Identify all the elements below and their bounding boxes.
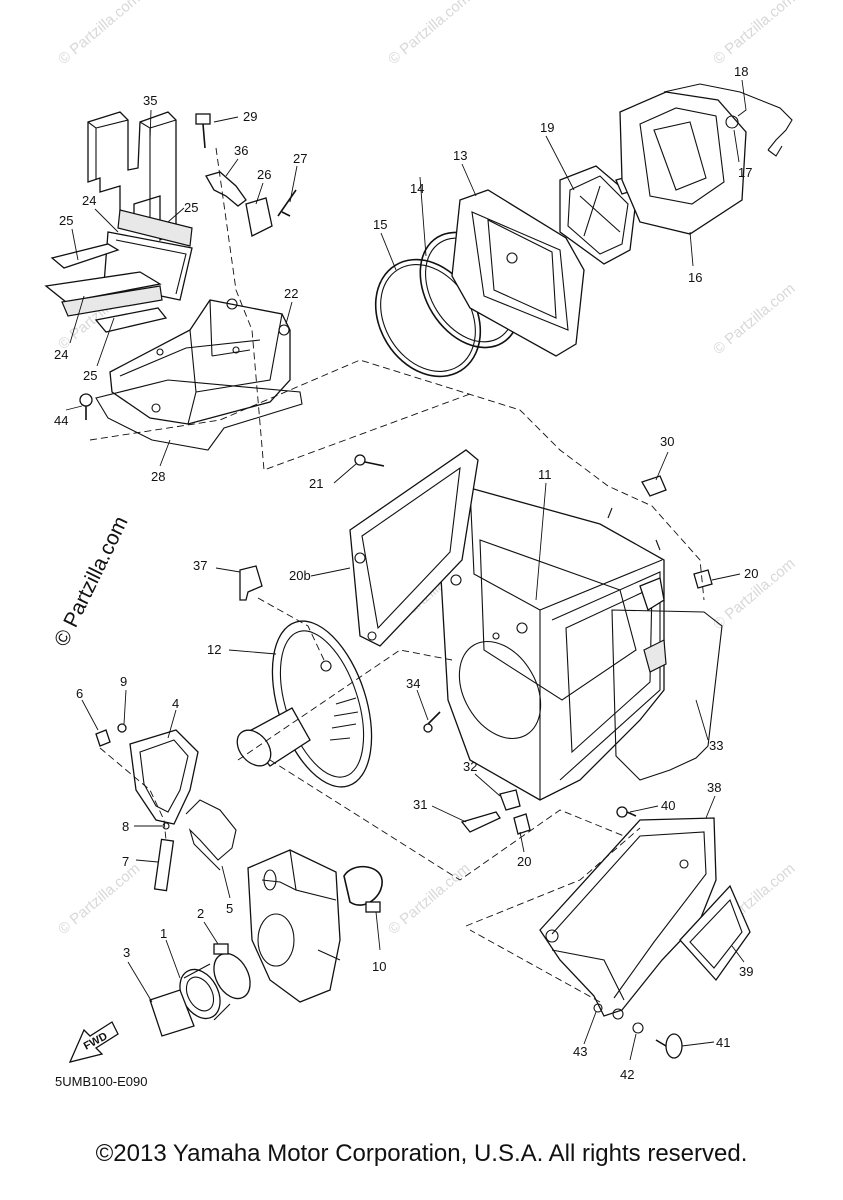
copyright-footer: ©2013 Yamaha Motor Corporation, U.S.A. A… <box>95 1140 748 1167</box>
joint-4-shape <box>129 729 199 825</box>
part-number-42: 42 <box>620 1067 634 1082</box>
part-number-callouts: 35 29 36 27 26 24 25 25 22 24 25 44 28 1… <box>54 64 758 1082</box>
part-number-20: 20 <box>744 566 758 581</box>
part-number-25: 25 <box>59 213 73 228</box>
air-duct-12-shape <box>236 620 373 788</box>
bolt-29-shape <box>195 113 211 149</box>
part-number-39: 39 <box>739 964 753 979</box>
part-number-27: 27 <box>293 151 307 166</box>
part-number-29: 29 <box>243 109 257 124</box>
bolt-22-shape <box>354 454 385 467</box>
part-number-6: 6 <box>76 686 83 701</box>
air-duct-35-shape <box>87 111 177 242</box>
gasket-33-shape <box>611 609 723 781</box>
part-number-40: 40 <box>661 798 675 813</box>
bolt-34-shape <box>423 711 441 733</box>
bolt-6-shape <box>95 729 111 747</box>
clamp-32-shape <box>499 789 521 811</box>
bracket-26-shape <box>245 197 273 237</box>
air-box-11-shape <box>439 487 667 801</box>
forward-arrow-icon: FWD <box>68 1021 119 1063</box>
bolt-40-shape <box>616 806 637 818</box>
part-number-38: 38 <box>707 780 721 795</box>
washer-42-shape <box>632 1022 644 1034</box>
part-number-7: 7 <box>122 854 129 869</box>
part-number-43: 43 <box>573 1044 587 1059</box>
gasket-28-shape <box>95 379 303 451</box>
alignment-lines <box>89 147 705 1003</box>
air-cleaner-cap-13-shape <box>451 189 585 357</box>
screw-9-shape <box>117 723 127 733</box>
side-cover-21-shape <box>349 449 479 647</box>
clip-17-shape <box>725 115 739 129</box>
clip-20a-shape <box>693 569 713 589</box>
part-number-33: 33 <box>709 738 723 753</box>
part-number-3: 3 <box>123 945 130 960</box>
part-number-22: 21 <box>309 476 323 491</box>
decal-39-shape <box>679 884 751 982</box>
part-number-31: 31 <box>413 797 427 812</box>
part-number-24: 24 <box>54 347 68 362</box>
clamp-8-shape <box>162 822 170 830</box>
part-number-34: 34 <box>406 676 420 691</box>
part-number-41: 41 <box>716 1035 730 1050</box>
band-3-shape <box>149 989 195 1037</box>
part-number-11: 11 <box>538 467 552 482</box>
part-number-35: 35 <box>143 93 157 108</box>
leader-lines <box>65 79 747 1061</box>
part-number-37: 37 <box>193 558 207 573</box>
part-number-17: 17 <box>738 165 752 180</box>
inner-case-23-shape <box>109 298 291 425</box>
carburetor-shape <box>247 849 341 1003</box>
part-number-28: 28 <box>151 469 165 484</box>
diagram-code: 5UMB100-E090 <box>55 1074 148 1089</box>
part-number-25: 25 <box>83 368 97 383</box>
part-number-30: 30 <box>660 434 674 449</box>
part-number-14: 14 <box>410 181 424 196</box>
bracket-36-shape <box>205 171 247 207</box>
part-number-26: 26 <box>257 167 271 182</box>
clamp-10-shape <box>343 865 383 913</box>
part-number-9: 9 <box>120 674 127 689</box>
part-number-25: 25 <box>184 200 198 215</box>
washer-43-shape <box>593 1003 603 1013</box>
part-number-4: 4 <box>172 696 179 711</box>
part-number-16: 16 <box>688 270 702 285</box>
part-number-15: 15 <box>373 217 387 232</box>
part-number-23: 22 <box>284 286 298 301</box>
fastener-41-shape <box>655 1033 683 1059</box>
part-number-13: 13 <box>453 148 467 163</box>
bolt-44-shape <box>79 393 93 420</box>
part-number-19: 19 <box>540 120 554 135</box>
part-number-18: 18 <box>734 64 748 79</box>
band-2-shape <box>213 943 251 1000</box>
part-number-36: 36 <box>234 143 248 158</box>
part-number-2: 2 <box>197 906 204 921</box>
part-number-1: 1 <box>160 926 167 941</box>
hose-7-shape <box>153 838 175 892</box>
band-31-shape <box>460 811 501 833</box>
part-number-12: 12 <box>207 642 221 657</box>
part-number-8: 8 <box>122 819 129 834</box>
part-number-21: 20b <box>289 568 311 583</box>
filter-element-16-shape <box>619 91 747 235</box>
part-number-20: 20 <box>517 854 531 869</box>
side-cover-38-shape <box>539 817 717 1020</box>
part-number-10: 10 <box>372 959 386 974</box>
part-number-5: 5 <box>226 901 233 916</box>
hose-5-shape <box>185 799 237 871</box>
part-number-44: 44 <box>54 413 68 428</box>
seals-24-25-shapes <box>44 209 193 333</box>
clip-20b-shape <box>513 813 531 835</box>
screw-27-shape <box>277 189 297 217</box>
joint-37-shape <box>239 565 263 601</box>
part-number-24: 24 <box>82 193 96 208</box>
part-number-32: 32 <box>463 759 477 774</box>
wire-18-shape <box>663 83 793 157</box>
clip-30-shape <box>641 475 667 497</box>
